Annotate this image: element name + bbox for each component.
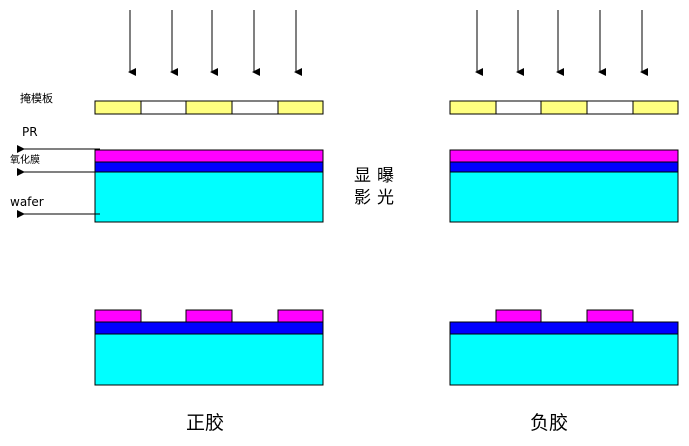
photoresist-layer (94, 149, 324, 163)
light-arrows-positive (128, 10, 302, 76)
negative-resist-caption: 负胶 (530, 412, 568, 434)
stack-positive-before (94, 149, 324, 223)
wafer-layer (449, 333, 679, 386)
stack-positive-after (94, 309, 324, 386)
mask-segment-clear (495, 100, 542, 115)
mask-segment-opaque (632, 100, 679, 115)
oxide-layer (449, 321, 679, 335)
mask-segment-opaque (94, 100, 142, 115)
light-arrows-negative (475, 10, 648, 76)
mask-segment-clear (140, 100, 187, 115)
positive-resist-caption: 正胶 (186, 412, 224, 434)
oxide-layer (94, 161, 324, 173)
mask-segment-clear (586, 100, 634, 115)
photoresist-remaining (586, 309, 634, 323)
oxide-layer (94, 321, 324, 335)
mask-segment-opaque (449, 100, 497, 115)
exposure-label-top: 曝 (377, 166, 394, 186)
wafer-layer (94, 333, 324, 386)
wafer-layer (94, 171, 324, 223)
mask-segment-opaque (185, 100, 233, 115)
mask-negative (449, 100, 679, 115)
photoresist-remaining (277, 309, 324, 323)
photoresist-layer (449, 149, 679, 163)
photoresist-remaining (94, 309, 142, 323)
mask-label: 掩模板 (20, 91, 53, 105)
photoresist-remaining (185, 309, 233, 323)
wafer-label: wafer (10, 195, 44, 209)
wafer-layer (449, 171, 679, 223)
stack-negative-before (449, 149, 679, 223)
mask-segment-opaque (277, 100, 324, 115)
develop-label-bottom: 影 (354, 188, 371, 208)
layer-callouts (17, 145, 100, 218)
photoresist-remaining (495, 309, 542, 323)
mask-positive (94, 100, 324, 115)
pr-label: PR (22, 125, 38, 139)
oxide-layer (449, 161, 679, 173)
develop-label-top: 显 (354, 166, 371, 186)
stack-negative-after (449, 309, 679, 386)
oxide-label: 氧化膜 (10, 153, 40, 166)
mask-segment-clear (231, 100, 279, 115)
mask-segment-opaque (540, 100, 588, 115)
exposure-label-bottom: 光 (377, 188, 394, 208)
